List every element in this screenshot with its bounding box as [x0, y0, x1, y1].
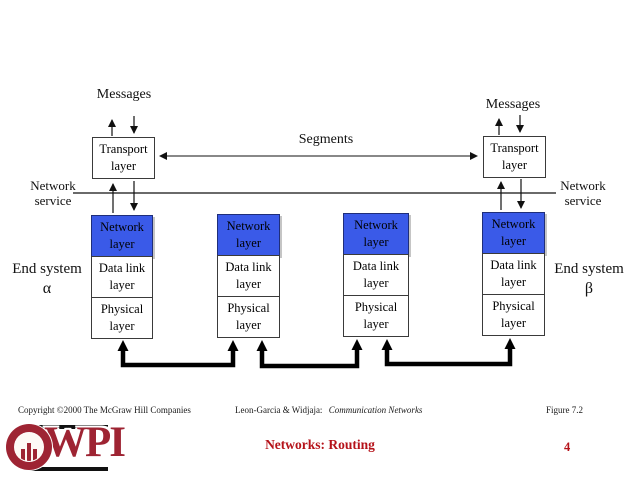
end-system-beta-label: End system β [548, 260, 630, 299]
protocol-stack-node-1: Network layer Data link layer Physical l… [217, 214, 280, 338]
transport-layer-box-left: Transport layer [92, 137, 155, 179]
figure-number: Figure 7.2 [546, 405, 583, 415]
network-layer-box: Network layer [482, 212, 545, 254]
physical-link-3-arrowhead-right [504, 338, 516, 349]
segments-label: Segments [298, 132, 354, 147]
network-service-left-line2: service [34, 192, 72, 208]
credit-text: Leon-Garcia & Widjaja: Communication Net… [235, 405, 422, 415]
physical-layer-box: Physical layer [217, 296, 280, 338]
protocol-stack-node-2: Network layer Data link layer Physical l… [343, 213, 409, 337]
physical-link-2-arrowhead-right [351, 339, 363, 350]
data-link-layer-box: Data link layer [482, 253, 545, 295]
physical-link-3 [384, 348, 513, 367]
physical-link-1-arrowhead-left [117, 340, 129, 351]
end-system-alpha-symbol: α [42, 280, 52, 297]
physical-layer-box: Physical layer [343, 295, 409, 337]
network-layer-box: Network layer [343, 213, 409, 255]
page-number: 4 [564, 440, 571, 454]
data-link-layer-box: Data link layer [343, 254, 409, 296]
network-service-label-left: Network service [24, 178, 82, 208]
wpi-seal-icon [6, 424, 52, 470]
transport-layer-box-right: Transport layer [483, 136, 546, 178]
network-service-right-line1: Network [560, 178, 606, 193]
slide-title: Networks: Routing [265, 437, 375, 452]
network-service-left-line1: Network [30, 178, 76, 193]
physical-layer-box: Physical layer [482, 294, 545, 336]
wpi-seal-crest [14, 432, 44, 462]
network-layer-box: Network layer [217, 214, 280, 256]
logo-bottom-bar [29, 467, 108, 471]
logo-top-bar [36, 425, 108, 429]
physical-link-1-arrowhead-right [227, 340, 239, 351]
data-link-layer-box: Data link layer [217, 255, 280, 297]
end-system-beta-line1: End system [554, 261, 624, 277]
physical-link-3-arrowhead-left [381, 339, 393, 350]
wpi-logo-text: WPI [44, 419, 126, 466]
end-system-beta-symbol: β [584, 280, 594, 297]
protocol-stack-end-system-alpha: Network layer Data link layer Physical l… [91, 215, 153, 339]
network-service-label-right: Network service [554, 178, 612, 208]
end-system-alpha-label: End system α [5, 260, 89, 299]
data-link-layer-box: Data link layer [91, 256, 153, 298]
end-system-alpha-line1: End system [12, 261, 82, 277]
messages-label-right: Messages [485, 97, 541, 112]
credit-authors: Leon-Garcia & Widjaja: [235, 405, 323, 415]
copyright-text: Copyright ©2000 The McGraw Hill Companie… [18, 405, 191, 415]
credit-book-title: Communication Networks [328, 405, 423, 415]
physical-link-2 [259, 349, 360, 369]
physical-link-1 [120, 350, 236, 368]
network-service-right-line2: service [564, 192, 602, 208]
network-layer-box: Network layer [91, 215, 153, 257]
physical-link-2-arrowhead-left [256, 340, 268, 351]
physical-layer-box: Physical layer [91, 297, 153, 339]
protocol-stack-end-system-beta: Network layer Data link layer Physical l… [482, 212, 545, 336]
messages-label-left: Messages [96, 87, 152, 102]
